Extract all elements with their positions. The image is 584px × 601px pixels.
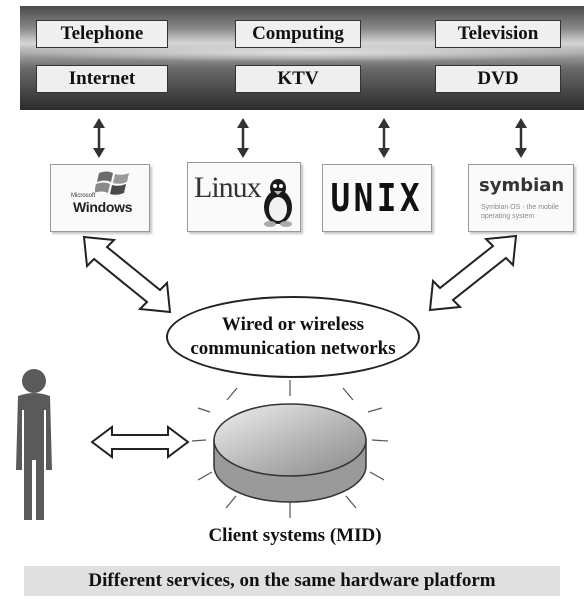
service-telephone: Telephone — [36, 20, 168, 48]
linux-label: Linux — [194, 171, 262, 204]
network-label-line2: communication networks — [190, 338, 396, 359]
unix-logo-tile: UNIX — [322, 164, 432, 232]
microsoft-label: Microsoft — [71, 193, 96, 199]
service-computing: Computing — [235, 20, 361, 48]
service-television: Television — [435, 20, 561, 48]
person-icon — [16, 369, 52, 520]
banner-cloud-band — [20, 44, 584, 62]
symbian-logo-tile: symbian Symbian OS - the mobile operatin… — [468, 164, 574, 232]
hollow-arrow-right — [428, 234, 518, 312]
service-dvd: DVD — [435, 65, 561, 93]
tux-penguin-icon — [264, 179, 292, 227]
network-ellipse: Wired or wireless communication networks — [166, 296, 420, 378]
vertical-arrows — [93, 118, 527, 158]
windows-label: Windows — [73, 199, 133, 215]
windows-logo-tile: Microsoft Windows — [50, 164, 150, 232]
symbian-label: symbian — [479, 175, 565, 196]
hollow-arrow-person — [90, 425, 190, 459]
client-systems-label: Client systems (MID) — [208, 525, 382, 546]
service-internet: Internet — [36, 65, 168, 93]
network-label-line1: Wired or wireless — [221, 314, 365, 335]
service-ktv: KTV — [235, 65, 361, 93]
hollow-arrow-left — [82, 235, 172, 314]
client-disc-icon — [213, 403, 367, 503]
windows-flag-icon — [95, 171, 129, 195]
footer-caption: Different services, on the same hardware… — [24, 566, 560, 596]
linux-logo-tile: Linux — [187, 162, 301, 232]
client-spokes — [191, 380, 389, 518]
unix-label: UNIX — [330, 176, 424, 220]
symbian-subtitle: Symbian OS - the mobile operating system — [481, 204, 559, 220]
